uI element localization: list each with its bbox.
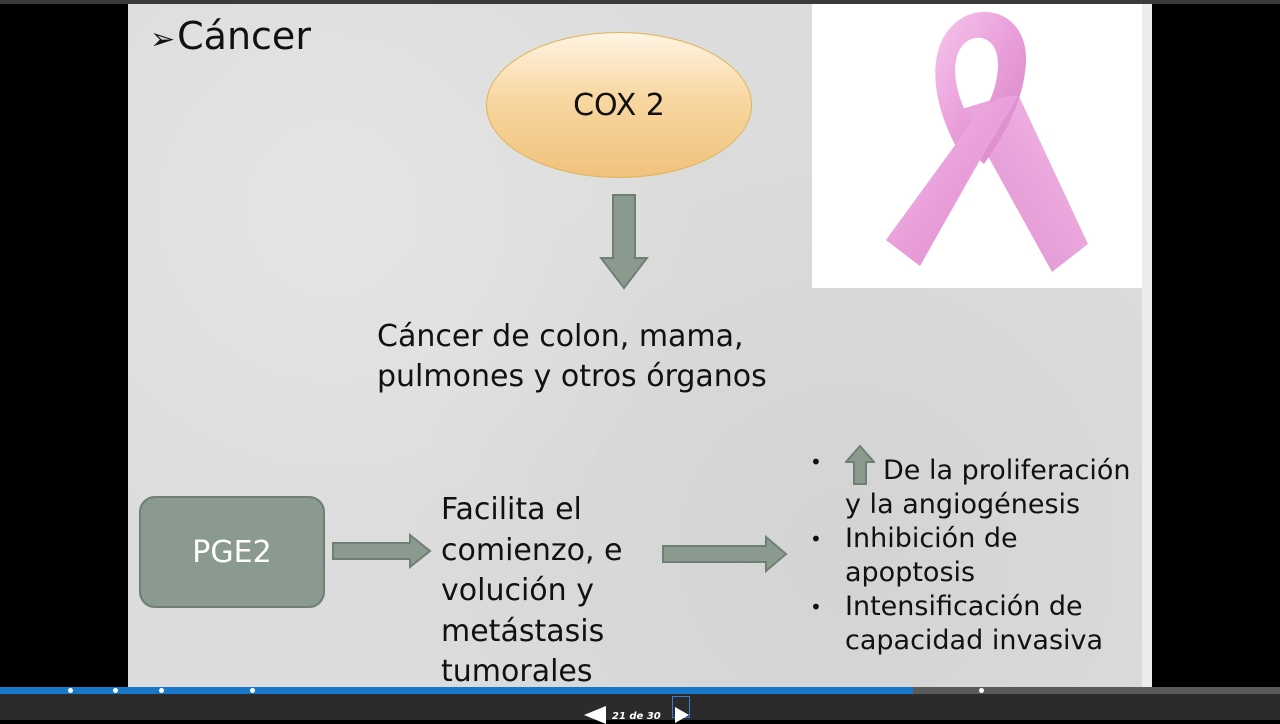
effect-text: De la proliferación y la angiogénesis [845,455,1131,520]
list-item: • De la proliferación y la angiogénesis [810,445,1140,522]
slide-title: ➢Cáncer [150,14,311,58]
arrow-bullet-icon: ➢ [150,22,176,57]
slide-marker[interactable] [979,688,984,693]
pge2-box: PGE2 [139,496,325,608]
slide-title-text: Cáncer [177,14,311,58]
page-counter: 21 de 30 [612,711,661,722]
effect-text: Inhibición de apoptosis [845,523,1018,588]
top-edge-bar [0,0,1280,4]
facilita-text: Facilita el comienzo, e volución y metás… [441,492,623,687]
previous-slide-button[interactable] [584,706,606,724]
arrow-up-icon [845,445,875,485]
slide-canvas: ➢Cáncer COX 2 Cáncer de colon, mama, pul… [128,4,1152,687]
pink-ribbon-icon [886,11,1088,272]
effect-text: Intensificación de capacidad invasiva [845,591,1104,656]
slide-edge-strip [1142,4,1152,687]
bullet-dot: • [810,450,822,474]
list-item: • Intensificación de capacidad invasiva [810,590,1140,658]
slide-marker[interactable] [159,688,164,693]
player-controls: 21 de 30 [0,694,1280,724]
slide-marker[interactable] [113,688,118,693]
next-slide-button[interactable] [672,696,690,723]
cox2-ellipse: COX 2 [486,32,752,178]
bullet-dot: • [810,527,822,551]
arrow-right-icon [662,535,788,573]
ribbon-image [812,4,1142,288]
slide-marker[interactable] [68,688,73,693]
list-item: • Inhibición de apoptosis [810,522,1140,590]
pge2-label: PGE2 [192,534,272,570]
bullet-dot: • [810,595,822,619]
arrow-down-icon [599,194,649,290]
cox2-label: COX 2 [573,87,665,123]
effects-list: • De la proliferación y la angiogénesis … [810,445,1140,658]
progress-fill [0,687,913,694]
progress-bar[interactable] [0,687,1280,694]
slide-marker[interactable] [250,688,255,693]
triangle-right-icon [675,707,689,723]
arrow-right-icon [332,533,432,569]
cancer-organs-text: Cáncer de colon, mama, pulmones y otros … [377,319,767,394]
